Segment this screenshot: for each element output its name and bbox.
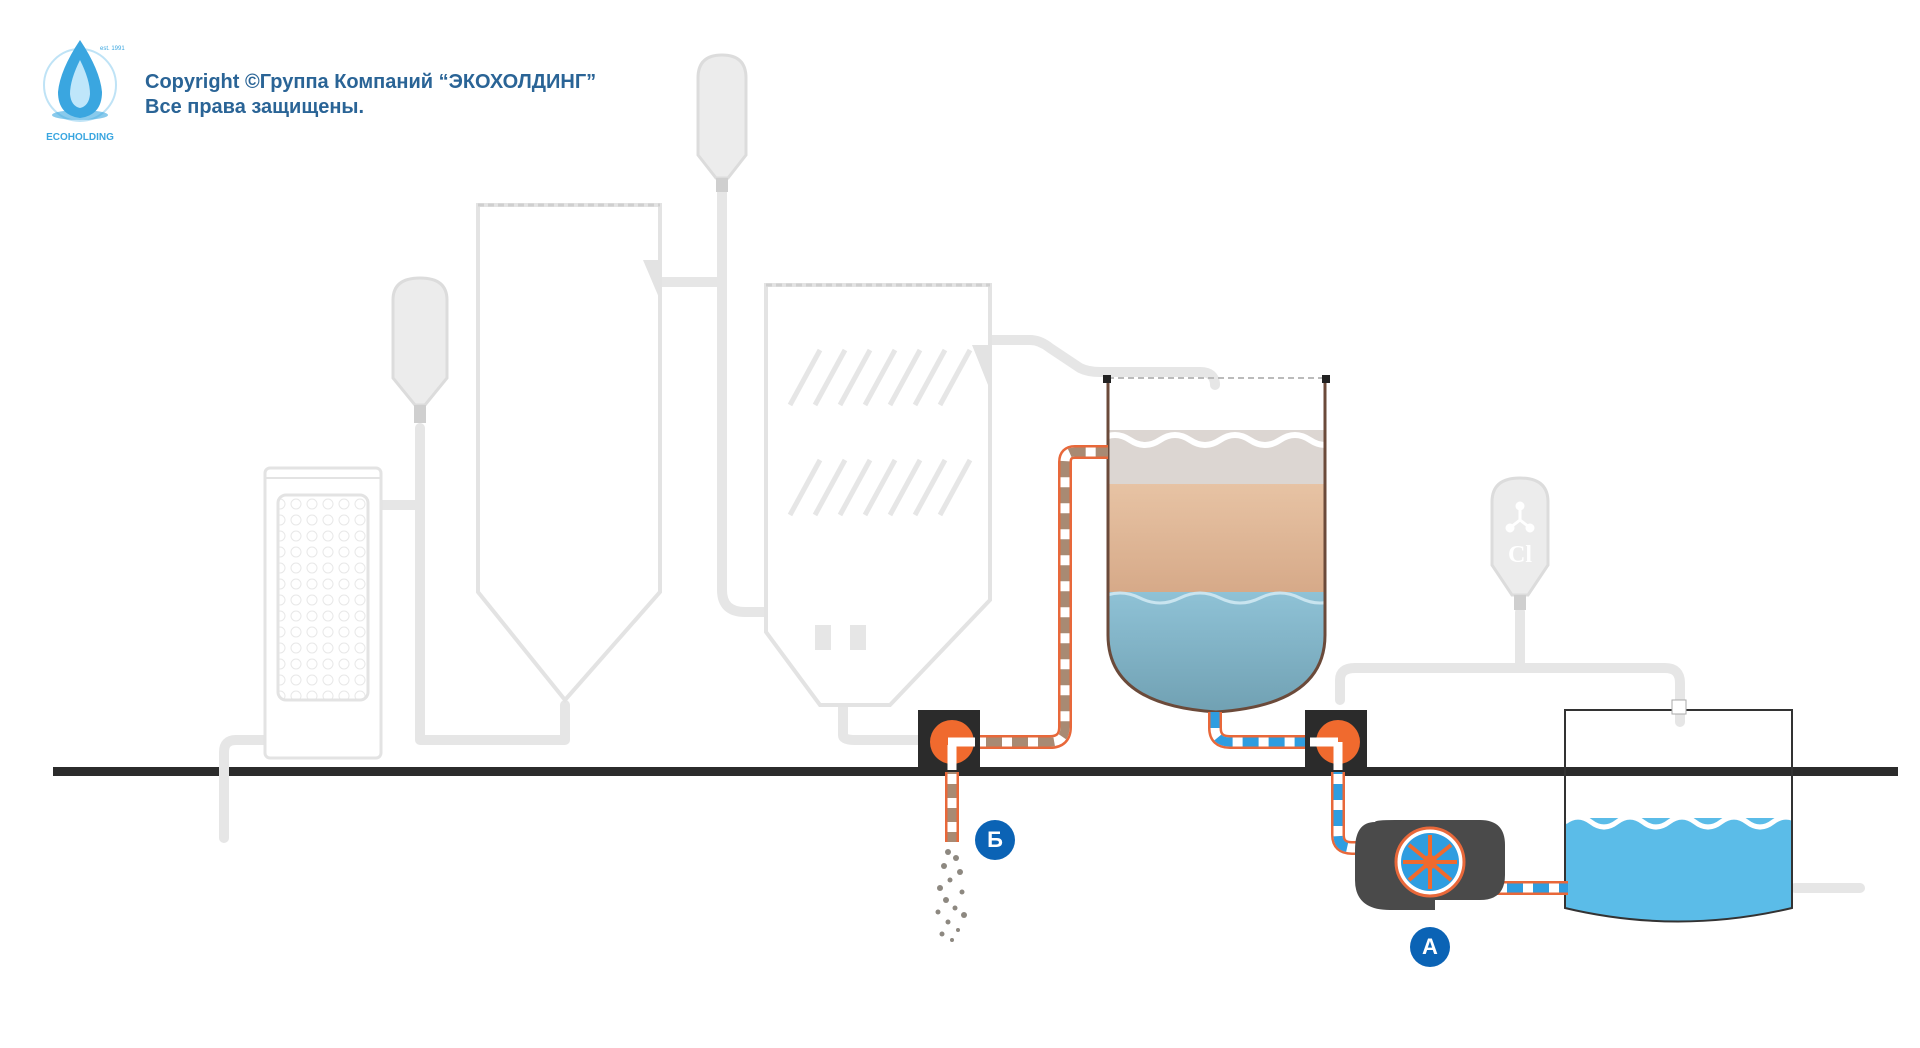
marker-b[interactable]: Б (975, 820, 1015, 860)
marker-a[interactable]: А (1410, 927, 1450, 967)
chlorine-dosing-tank (1490, 476, 1550, 597)
pump-inlet-pipe (1333, 758, 1395, 853)
copyright-notice: Copyright ©Группа Компаний “ЭКОХОЛДИНГ” … (145, 70, 596, 120)
chlorine-label: Cl (1508, 542, 1532, 568)
copyright-line-1: Copyright ©Группа Компаний “ЭКОХОЛДИНГ” (145, 71, 597, 93)
logo-name: ECOHOLDING (46, 132, 114, 143)
sludge-flow (960, 447, 1108, 747)
filtered-water-pipe (1210, 712, 1325, 747)
cartridge-filter-media (276, 493, 370, 702)
logo-est: est. 1991 (100, 46, 125, 52)
sludge-particles (935, 849, 967, 942)
circulation-pump[interactable] (1355, 820, 1505, 910)
reactor-column (476, 203, 662, 704)
chlorine-molecule-icon (1505, 501, 1535, 533)
inactive-pipes (219, 175, 1865, 893)
dosing-tank-top (696, 53, 748, 180)
clean-water-tank (1564, 699, 1793, 923)
company-logo: est. 1991 ECOHOLDING (43, 40, 125, 143)
lamella-plates (787, 348, 973, 517)
copyright-line-2: Все права защищены. (145, 96, 365, 118)
sand-filter (1103, 375, 1330, 714)
valve-filtrate[interactable] (1305, 710, 1367, 772)
valve-backwash[interactable] (918, 710, 980, 772)
dosing-tank-left (391, 276, 449, 407)
